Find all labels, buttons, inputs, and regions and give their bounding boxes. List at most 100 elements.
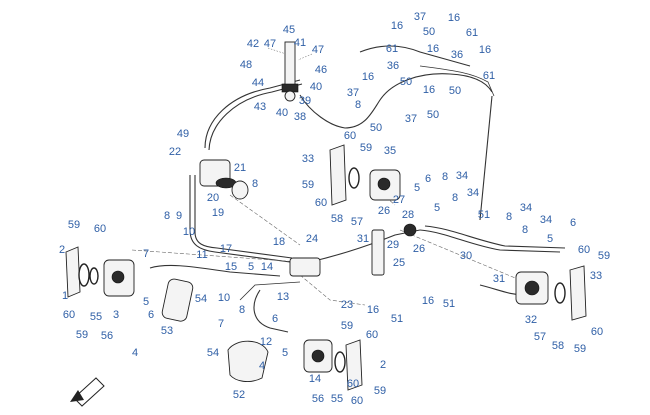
callout-47[interactable]: 47 (264, 38, 276, 50)
callout-20[interactable]: 20 (207, 192, 219, 204)
callout-16[interactable]: 16 (479, 44, 491, 56)
callout-42[interactable]: 42 (247, 38, 259, 50)
callout-32[interactable]: 32 (525, 314, 537, 326)
callout-13[interactable]: 13 (277, 291, 289, 303)
callout-59[interactable]: 59 (68, 219, 80, 231)
callout-15[interactable]: 15 (225, 261, 237, 273)
callout-59[interactable]: 59 (360, 142, 372, 154)
callout-33[interactable]: 33 (302, 153, 314, 165)
callout-59[interactable]: 59 (302, 179, 314, 191)
callout-50[interactable]: 50 (449, 85, 461, 97)
callout-56[interactable]: 56 (101, 330, 113, 342)
callout-61[interactable]: 61 (466, 27, 478, 39)
callout-40[interactable]: 40 (310, 81, 322, 93)
callout-16[interactable]: 16 (362, 71, 374, 83)
callout-38[interactable]: 38 (294, 111, 306, 123)
callout-27[interactable]: 27 (393, 194, 405, 206)
callout-57[interactable]: 57 (534, 331, 546, 343)
callout-59[interactable]: 59 (574, 343, 586, 355)
callout-21[interactable]: 21 (234, 162, 246, 174)
callout-37[interactable]: 37 (405, 113, 417, 125)
callout-41[interactable]: 41 (294, 37, 306, 49)
callout-16[interactable]: 16 (448, 12, 460, 24)
callout-49[interactable]: 49 (177, 128, 189, 140)
callout-31[interactable]: 31 (493, 273, 505, 285)
callout-7[interactable]: 7 (143, 248, 149, 260)
callout-60[interactable]: 60 (347, 378, 359, 390)
callout-9[interactable]: 9 (176, 210, 182, 222)
callout-16[interactable]: 16 (391, 20, 403, 32)
callout-2[interactable]: 2 (59, 244, 65, 256)
callout-51[interactable]: 51 (478, 209, 490, 221)
callout-51[interactable]: 51 (443, 298, 455, 310)
callout-5[interactable]: 5 (414, 182, 420, 194)
callout-5[interactable]: 5 (547, 233, 553, 245)
callout-55[interactable]: 55 (90, 311, 102, 323)
callout-2[interactable]: 2 (380, 359, 386, 371)
callout-17[interactable]: 17 (220, 243, 232, 255)
callout-60[interactable]: 60 (591, 326, 603, 338)
callout-50[interactable]: 50 (423, 26, 435, 38)
callout-24[interactable]: 24 (306, 233, 318, 245)
callout-26[interactable]: 26 (378, 205, 390, 217)
callout-16[interactable]: 16 (427, 43, 439, 55)
callout-29[interactable]: 29 (387, 239, 399, 251)
callout-40[interactable]: 40 (276, 107, 288, 119)
callout-16[interactable]: 16 (367, 304, 379, 316)
callout-59[interactable]: 59 (341, 320, 353, 332)
callout-35[interactable]: 35 (384, 145, 396, 157)
callout-16[interactable]: 16 (422, 295, 434, 307)
callout-22[interactable]: 22 (169, 146, 181, 158)
callout-6[interactable]: 6 (272, 313, 278, 325)
callout-50[interactable]: 50 (427, 109, 439, 121)
callout-34[interactable]: 34 (540, 214, 552, 226)
callout-55[interactable]: 55 (331, 393, 343, 405)
callout-23[interactable]: 23 (341, 299, 353, 311)
callout-5[interactable]: 5 (248, 261, 254, 273)
callout-59[interactable]: 59 (76, 329, 88, 341)
callout-8[interactable]: 8 (164, 210, 170, 222)
callout-37[interactable]: 37 (347, 87, 359, 99)
callout-30[interactable]: 30 (460, 250, 472, 262)
callout-34[interactable]: 34 (456, 170, 468, 182)
callout-37[interactable]: 37 (414, 11, 426, 23)
callout-60[interactable]: 60 (366, 329, 378, 341)
callout-57[interactable]: 57 (351, 216, 363, 228)
callout-18[interactable]: 18 (273, 236, 285, 248)
callout-60[interactable]: 60 (315, 197, 327, 209)
callout-50[interactable]: 50 (370, 122, 382, 134)
callout-53[interactable]: 53 (161, 325, 173, 337)
callout-6[interactable]: 6 (425, 173, 431, 185)
callout-61[interactable]: 61 (483, 70, 495, 82)
callout-44[interactable]: 44 (252, 77, 264, 89)
callout-54[interactable]: 54 (195, 293, 207, 305)
callout-60[interactable]: 60 (344, 130, 356, 142)
callout-8[interactable]: 8 (239, 304, 245, 316)
callout-14[interactable]: 14 (261, 261, 273, 273)
callout-25[interactable]: 25 (393, 257, 405, 269)
callout-6[interactable]: 6 (148, 309, 154, 321)
callout-5[interactable]: 5 (143, 296, 149, 308)
callout-6[interactable]: 6 (570, 217, 576, 229)
callout-10[interactable]: 10 (218, 292, 230, 304)
callout-43[interactable]: 43 (254, 101, 266, 113)
callout-36[interactable]: 36 (451, 49, 463, 61)
callout-39[interactable]: 39 (299, 95, 311, 107)
callout-16[interactable]: 16 (423, 84, 435, 96)
callout-51[interactable]: 51 (391, 313, 403, 325)
callout-4[interactable]: 4 (132, 347, 138, 359)
callout-8[interactable]: 8 (452, 192, 458, 204)
callout-4[interactable]: 4 (259, 360, 265, 372)
callout-10[interactable]: 10 (183, 226, 195, 238)
callout-60[interactable]: 60 (578, 244, 590, 256)
callout-8[interactable]: 8 (442, 171, 448, 183)
callout-60[interactable]: 60 (63, 309, 75, 321)
callout-5[interactable]: 5 (434, 202, 440, 214)
callout-8[interactable]: 8 (506, 211, 512, 223)
callout-11[interactable]: 11 (196, 249, 207, 261)
callout-58[interactable]: 58 (331, 213, 343, 225)
callout-33[interactable]: 33 (590, 270, 602, 282)
callout-8[interactable]: 8 (252, 178, 258, 190)
callout-59[interactable]: 59 (598, 250, 610, 262)
callout-1[interactable]: 1 (62, 290, 68, 302)
